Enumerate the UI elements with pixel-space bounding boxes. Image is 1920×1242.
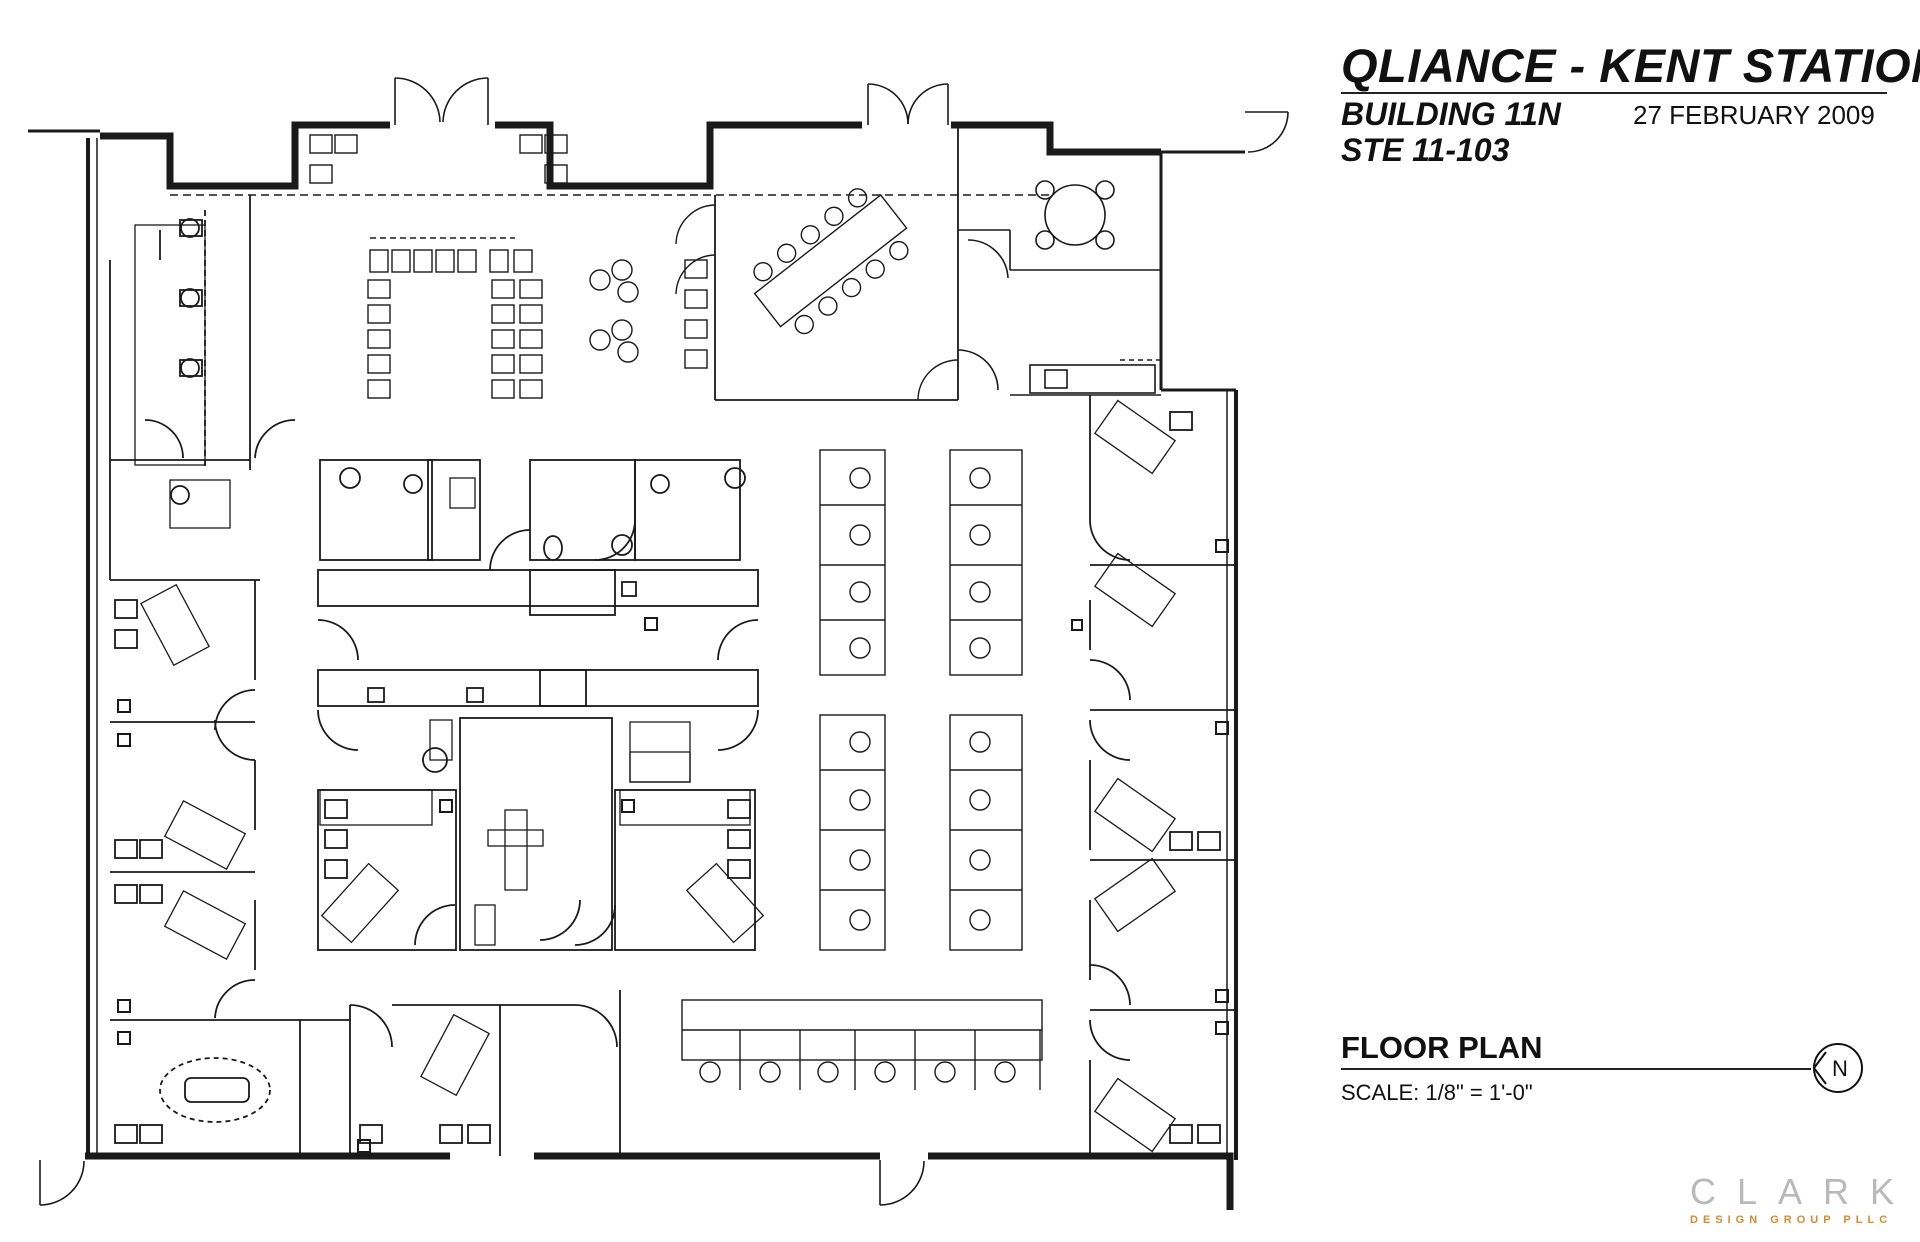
- drawing-date: 27 FEBRUARY 2009: [1633, 100, 1875, 130]
- left-wing: [109, 195, 296, 580]
- left-exam-rooms: [110, 579, 301, 1156]
- exterior-walls: [85, 121, 1234, 1210]
- north-letter: N: [1832, 1056, 1848, 1081]
- scale-label: SCALE: 1/8" = 1'-0": [1341, 1080, 1533, 1105]
- suite-label: STE 11-103: [1341, 132, 1510, 168]
- center-core: [317, 459, 759, 751]
- center-exam-rooms: [317, 717, 765, 951]
- building-label: BUILDING 11N: [1341, 96, 1561, 132]
- break-room: [957, 180, 1161, 396]
- floor-plan-label: FLOOR PLAN: [1341, 1030, 1543, 1065]
- clark-logo-subtitle: DESIGN GROUP PLLC: [1690, 1214, 1893, 1226]
- project-title: QLIANCE - KENT STATION: [1341, 39, 1920, 92]
- workstations: [681, 449, 1043, 1090]
- floor-plan-divider: [1341, 1068, 1811, 1070]
- entry-doors-bottom: [39, 1160, 925, 1206]
- conference-room: [675, 125, 959, 401]
- north-arrow-icon: N: [1812, 1043, 1863, 1093]
- waiting-area: [170, 134, 1050, 399]
- entry-doors-top: [394, 77, 1289, 153]
- right-exam-rooms: [1071, 395, 1236, 1156]
- clark-logo-wordmark: CLARK: [1690, 1171, 1916, 1212]
- title-divider: [1341, 92, 1887, 94]
- bottom-rooms: [300, 990, 621, 1156]
